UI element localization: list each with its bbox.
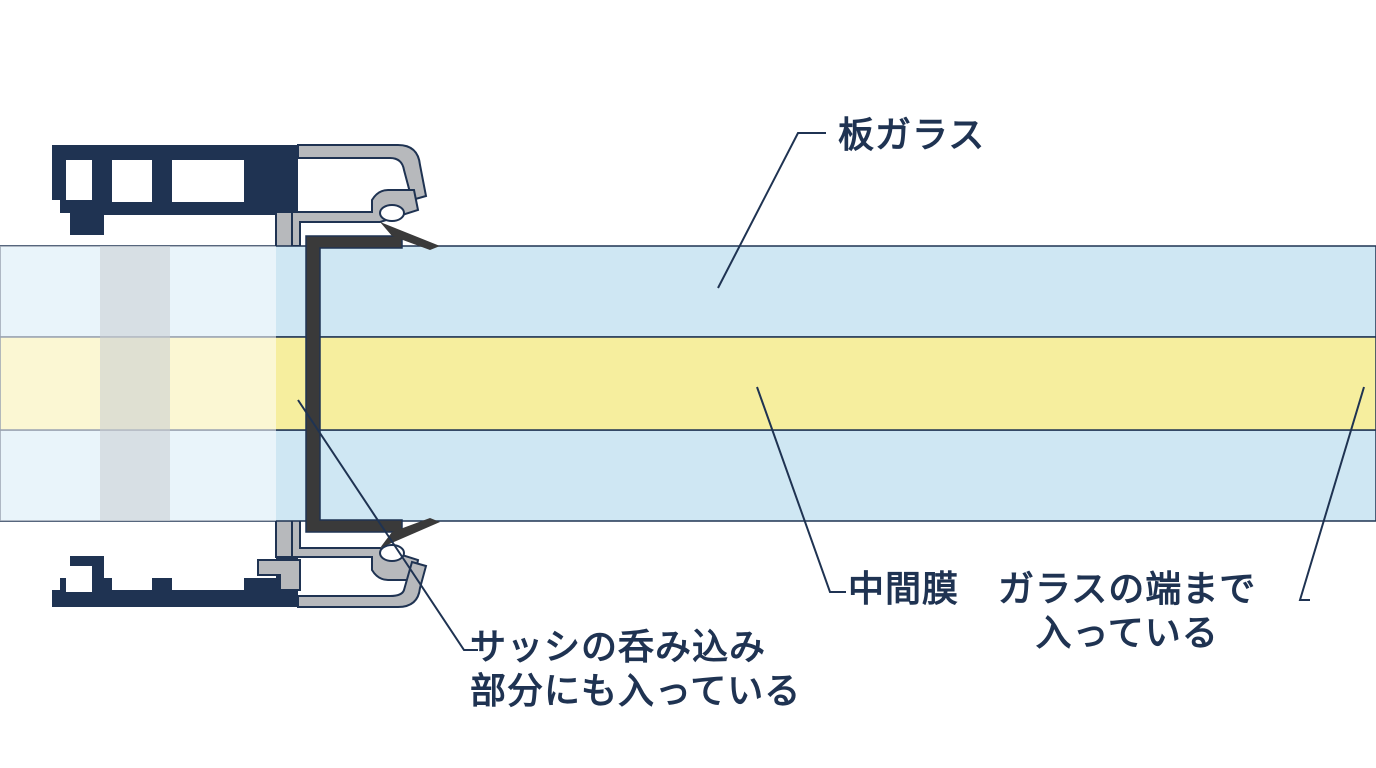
label-glass: 板ガラス — [838, 115, 986, 156]
leader-edge — [1298, 386, 1365, 601]
frosted-overlay-band — [100, 246, 170, 521]
leader-sash — [297, 399, 478, 651]
leader-film — [756, 386, 846, 593]
leader-glass — [717, 132, 826, 289]
frame-dark-section — [52, 145, 298, 607]
label-interlayer: 中間膜 — [848, 569, 960, 610]
label-sash: サッシの呑み込み 部分にも入っている — [470, 627, 802, 712]
leader-lines — [297, 132, 1365, 651]
label-glass-edge: ガラスの端まで 入っている — [998, 569, 1257, 654]
